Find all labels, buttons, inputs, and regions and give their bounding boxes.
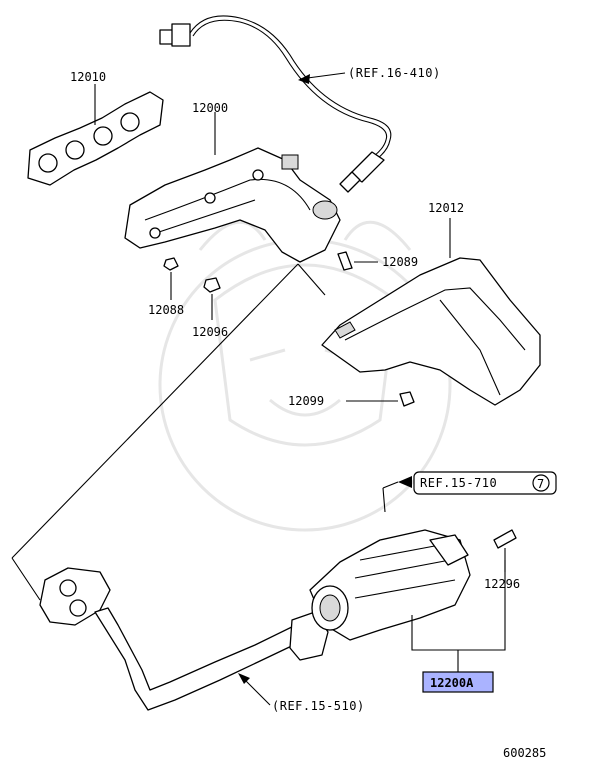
- front-exhaust-pipe[interactable]: [39, 567, 329, 711]
- stud-12089[interactable]: [337, 251, 378, 271]
- ref-15-710-callout[interactable]: REF.15-710 7: [382, 471, 557, 513]
- label-12096: 12096: [192, 325, 228, 339]
- stud-12296[interactable]: [493, 529, 517, 572]
- label-12012: 12012: [428, 201, 464, 215]
- label-12099: 12099: [288, 394, 324, 408]
- ref-16-410-label[interactable]: (REF.16-410): [348, 66, 441, 80]
- nut-12096[interactable]: [203, 277, 221, 320]
- leader-manifold-pipe-long: [11, 263, 299, 559]
- label-12010: 12010: [70, 70, 106, 84]
- label-12296: 12296: [484, 577, 520, 591]
- catalytic-converter[interactable]: [309, 529, 506, 672]
- bolt-12099[interactable]: [346, 391, 415, 407]
- label-12088: 12088: [148, 303, 184, 317]
- label-12200a[interactable]: 12200A: [430, 676, 474, 690]
- heat-protector[interactable]: [321, 218, 541, 406]
- ref-15-510-label[interactable]: (REF.15-510): [272, 699, 365, 713]
- label-12089: 12089: [382, 255, 418, 269]
- exhaust-manifold-gasket[interactable]: [27, 84, 164, 186]
- leader-manifold-pipe-end: [11, 557, 41, 601]
- ref-15-710-circle: 7: [537, 477, 545, 491]
- leader-manifold-pipe: [297, 263, 326, 296]
- oxygen-sensor[interactable]: [159, 15, 392, 193]
- ref-15-710-label[interactable]: REF.15-710: [420, 476, 497, 490]
- label-12200a-highlight: [422, 671, 494, 693]
- diagram-code: 600285: [503, 746, 546, 760]
- ref-16-410-callout[interactable]: (REF.16-410): [298, 66, 441, 84]
- exhaust-manifold[interactable]: [124, 112, 341, 263]
- label-12000: 12000: [192, 101, 228, 115]
- nut-12088[interactable]: [163, 257, 179, 300]
